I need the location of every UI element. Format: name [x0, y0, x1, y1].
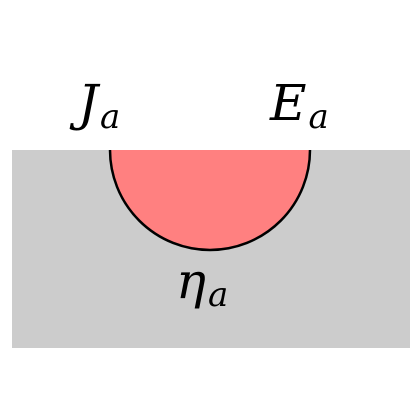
- label-j-a-sub: a: [100, 97, 120, 137]
- label-e-a-main: E: [269, 74, 307, 132]
- label-e-a-sub: a: [309, 97, 329, 137]
- half-disk-outline: [108, 149, 312, 252]
- label-eta-a: ηa: [176, 252, 228, 315]
- label-j-a-main: J: [69, 74, 101, 132]
- label-j-a: Ja: [69, 74, 120, 137]
- label-eta-a-main: η: [176, 252, 206, 310]
- half-disk: [110, 150, 310, 250]
- label-e-a: Ea: [269, 74, 329, 137]
- label-eta-a-sub: a: [208, 275, 228, 315]
